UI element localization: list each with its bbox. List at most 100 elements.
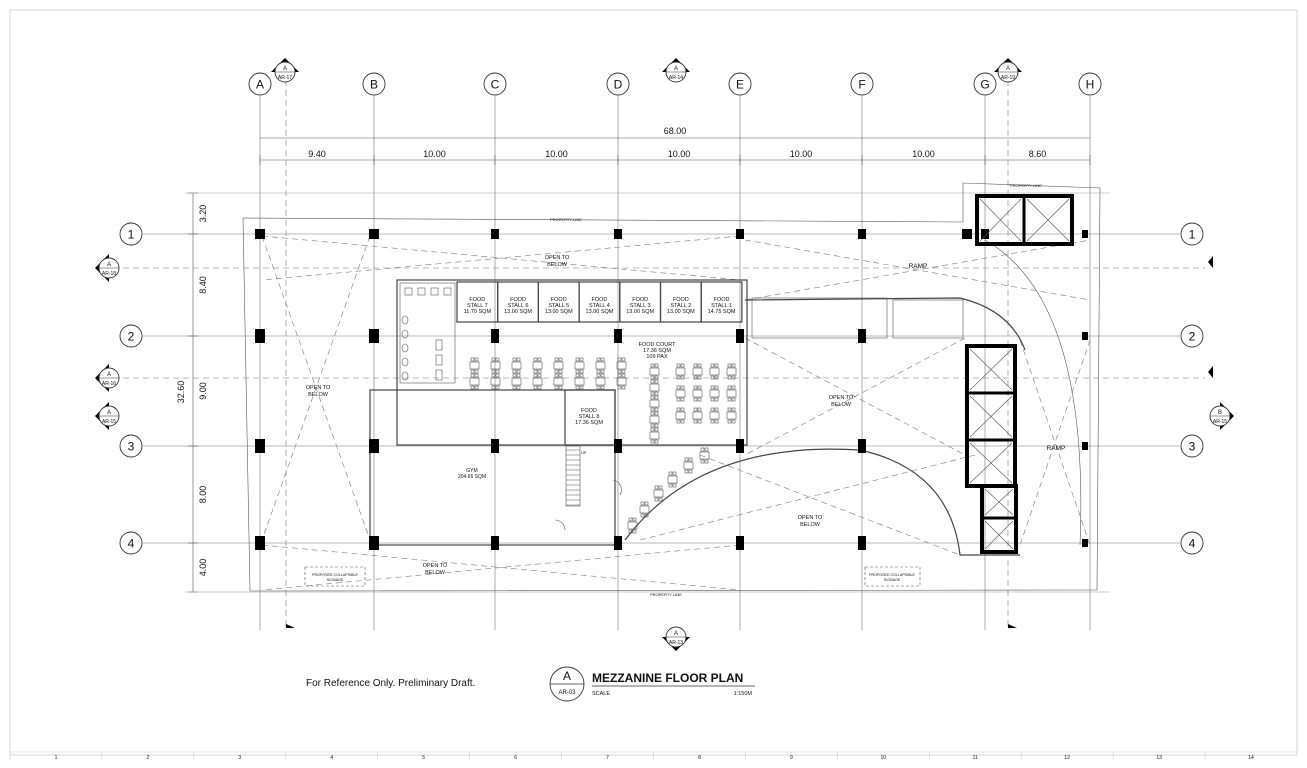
dining-table [490, 361, 501, 370]
section-marker-letter: B [1218, 410, 1222, 416]
ruler-number: 11 [973, 755, 978, 761]
structural-column [491, 439, 499, 453]
chair [731, 419, 736, 424]
structural-column [736, 439, 744, 453]
chair [491, 385, 496, 390]
structural-column [1082, 539, 1088, 547]
grid-bubble-row [1180, 434, 1204, 458]
chair [680, 385, 685, 390]
grid-label-column: G [980, 78, 989, 92]
chair [731, 385, 736, 390]
grid-bubble-column [973, 72, 997, 96]
chair [697, 419, 702, 424]
chair [672, 471, 677, 476]
dining-table [574, 361, 585, 370]
ramp-curve [984, 239, 1082, 546]
open-to-below-label: OPEN TO [545, 255, 570, 261]
toilet-fixture [430, 287, 439, 296]
dining-table [553, 361, 564, 370]
structural-column [736, 329, 744, 343]
lift-cross [969, 348, 1013, 391]
chair [516, 357, 521, 362]
chair [621, 357, 626, 362]
section-marker-ref: AR-14 [669, 75, 683, 81]
section-cut-arrow [1208, 256, 1213, 268]
chair [650, 363, 655, 368]
ruler-number: 8 [698, 755, 701, 761]
stall-label: STALL 6 [508, 303, 529, 309]
chair [516, 385, 521, 390]
chair [727, 385, 732, 390]
dining-table [675, 389, 686, 398]
food-court-area: 17.36 SQM [643, 348, 671, 354]
chair [710, 419, 715, 424]
stall-area: 13.00 SQM [586, 309, 614, 315]
chair [650, 375, 655, 380]
dining-table [709, 411, 720, 420]
open-to-below-label: OPEN TO [423, 563, 448, 569]
chair [658, 485, 663, 490]
chair [470, 385, 475, 390]
chair [558, 357, 563, 362]
dining-table [726, 411, 737, 420]
grid-label-row: 1 [1189, 228, 1196, 242]
chair [688, 469, 693, 474]
structural-column [614, 536, 622, 550]
toilet-fixture [401, 371, 409, 381]
chair [693, 407, 698, 412]
dining-table [469, 361, 480, 370]
grid-bubble-column [1078, 72, 1102, 96]
dining-table [469, 377, 480, 386]
chair [714, 407, 719, 412]
structural-column [255, 439, 265, 453]
dining-table [692, 367, 703, 376]
chair [558, 369, 563, 374]
chair [512, 373, 517, 378]
chair [680, 407, 685, 412]
chair [676, 419, 681, 424]
chair [596, 357, 601, 362]
chair [714, 385, 719, 390]
chair [617, 369, 622, 374]
chair [537, 373, 542, 378]
chair [554, 385, 559, 390]
chair [684, 469, 689, 474]
title-letter: A [563, 669, 571, 683]
dining-table [675, 367, 686, 376]
chair [727, 363, 732, 368]
bay-dimension: 10.00 [423, 149, 446, 159]
toilet-fixture [401, 329, 409, 339]
stall-label: STALL 5 [548, 303, 569, 309]
structural-column [858, 536, 866, 550]
chair [644, 501, 649, 506]
stall-label: STALL 2 [670, 303, 691, 309]
chair [650, 395, 655, 400]
chair [676, 407, 681, 412]
chair [727, 419, 732, 424]
signage-label: SIGNAGE [327, 578, 344, 582]
dining-table [490, 377, 501, 386]
chair [575, 385, 580, 390]
grid-label-row: 4 [1189, 537, 1196, 551]
ramp-landing [751, 297, 888, 339]
lift-cross [969, 395, 1013, 438]
property-line-label: PROPERTY LINE [650, 592, 682, 597]
section-cut-arrow [1208, 366, 1213, 378]
chair [537, 385, 542, 390]
stall-label: FOOD [592, 297, 608, 303]
grid-bubble-column [248, 72, 272, 96]
dining-table [511, 377, 522, 386]
ramp-line [1019, 339, 1091, 546]
chair [650, 407, 655, 412]
chair [628, 529, 633, 534]
chair [628, 517, 633, 522]
open-to-below-label: OPEN TO [829, 395, 854, 401]
dining-table [553, 377, 564, 386]
toilet-fixture [404, 287, 413, 296]
void-diagonal [261, 235, 741, 281]
chair [579, 369, 584, 374]
bay-dimension: 10.00 [668, 149, 691, 159]
